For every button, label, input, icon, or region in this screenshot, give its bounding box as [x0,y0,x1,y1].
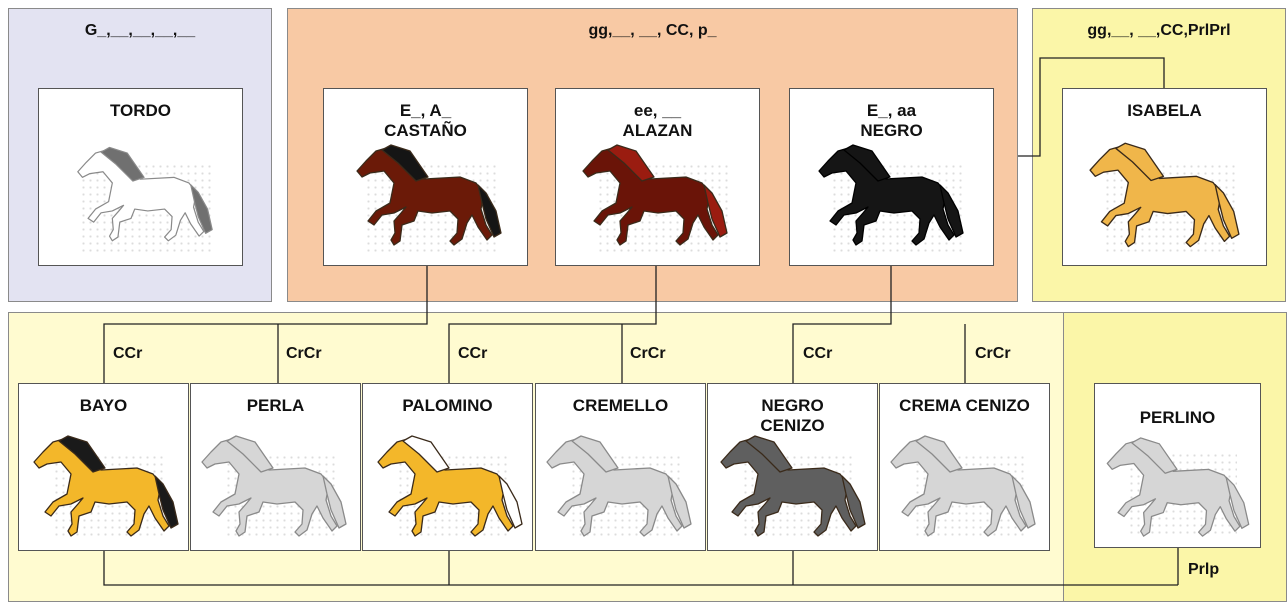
horse-name: ISABELA [1127,101,1202,120]
genotype-label-prlp: Prlp [1188,561,1220,578]
horse-card-perlino: PERLINO [1094,383,1261,548]
horse-name-line2: CENIZO [760,416,825,435]
horse-silhouette-icon [718,432,868,544]
genotype-label-ccr: CCr [458,345,488,362]
horse-card-alazan: ee, __ALAZAN [555,88,760,266]
horse-name: ALAZAN [622,121,693,140]
horse-name: TORDO [109,101,172,120]
horse-card-cremello: CREMELLO [535,383,706,551]
horse-silhouette-icon [75,141,215,251]
horse-genotype: E_, aa [866,101,917,120]
horse-card-castano: E_, A_CASTAÑO [323,88,528,266]
horse-card-palomino: PALOMINO [362,383,533,551]
horse-silhouette-icon [1103,434,1253,544]
horse-silhouette-icon [199,432,349,544]
horse-silhouette-icon [816,141,966,253]
horse-genotype: ee, __ [633,101,682,120]
horse-name: PALOMINO [402,396,493,415]
horse-card-crema-cenizo: CREMA CENIZO [879,383,1050,551]
horse-card-isabela: ISABELA [1062,88,1267,266]
genotype-label-crcr: CrCr [630,345,666,362]
horse-silhouette-icon [375,432,525,544]
horse-card-tordo: TORDO [38,88,243,266]
horse-name: CREMA CENIZO [899,396,1030,415]
horse-silhouette-icon [1087,139,1242,255]
horse-card-perla: PERLA [190,383,361,551]
horse-name: NEGRO [860,121,923,140]
genotype-label-crcr: CrCr [286,345,322,362]
horse-silhouette-icon [31,432,181,544]
horse-silhouette-icon [888,432,1038,544]
genotype-label-crcr: CrCr [975,345,1011,362]
tordo-genotype: G_,__,__,__,__ [84,22,196,39]
isabela-genotype: gg,__, __,CC,PrlPrl [1087,22,1231,39]
genotype-label-ccr: CCr [113,345,143,362]
horse-silhouette-icon [580,141,730,253]
horse-name: PERLINO [1139,408,1216,427]
horse-card-bayo: BAYO [18,383,189,551]
horse-silhouette-icon [354,141,504,253]
horse-name: CASTAÑO [384,121,467,140]
horse-silhouette-icon [544,432,694,544]
horse-name: NEGRO [761,396,824,415]
horse-name: BAYO [79,396,128,415]
genotype-label-ccr: CCr [803,345,833,362]
base-genotype: gg,__, __, CC, p_ [588,22,717,39]
horse-name: CREMELLO [572,396,669,415]
horse-name: PERLA [246,396,305,415]
horse-genotype: E_, A_ [399,101,452,120]
